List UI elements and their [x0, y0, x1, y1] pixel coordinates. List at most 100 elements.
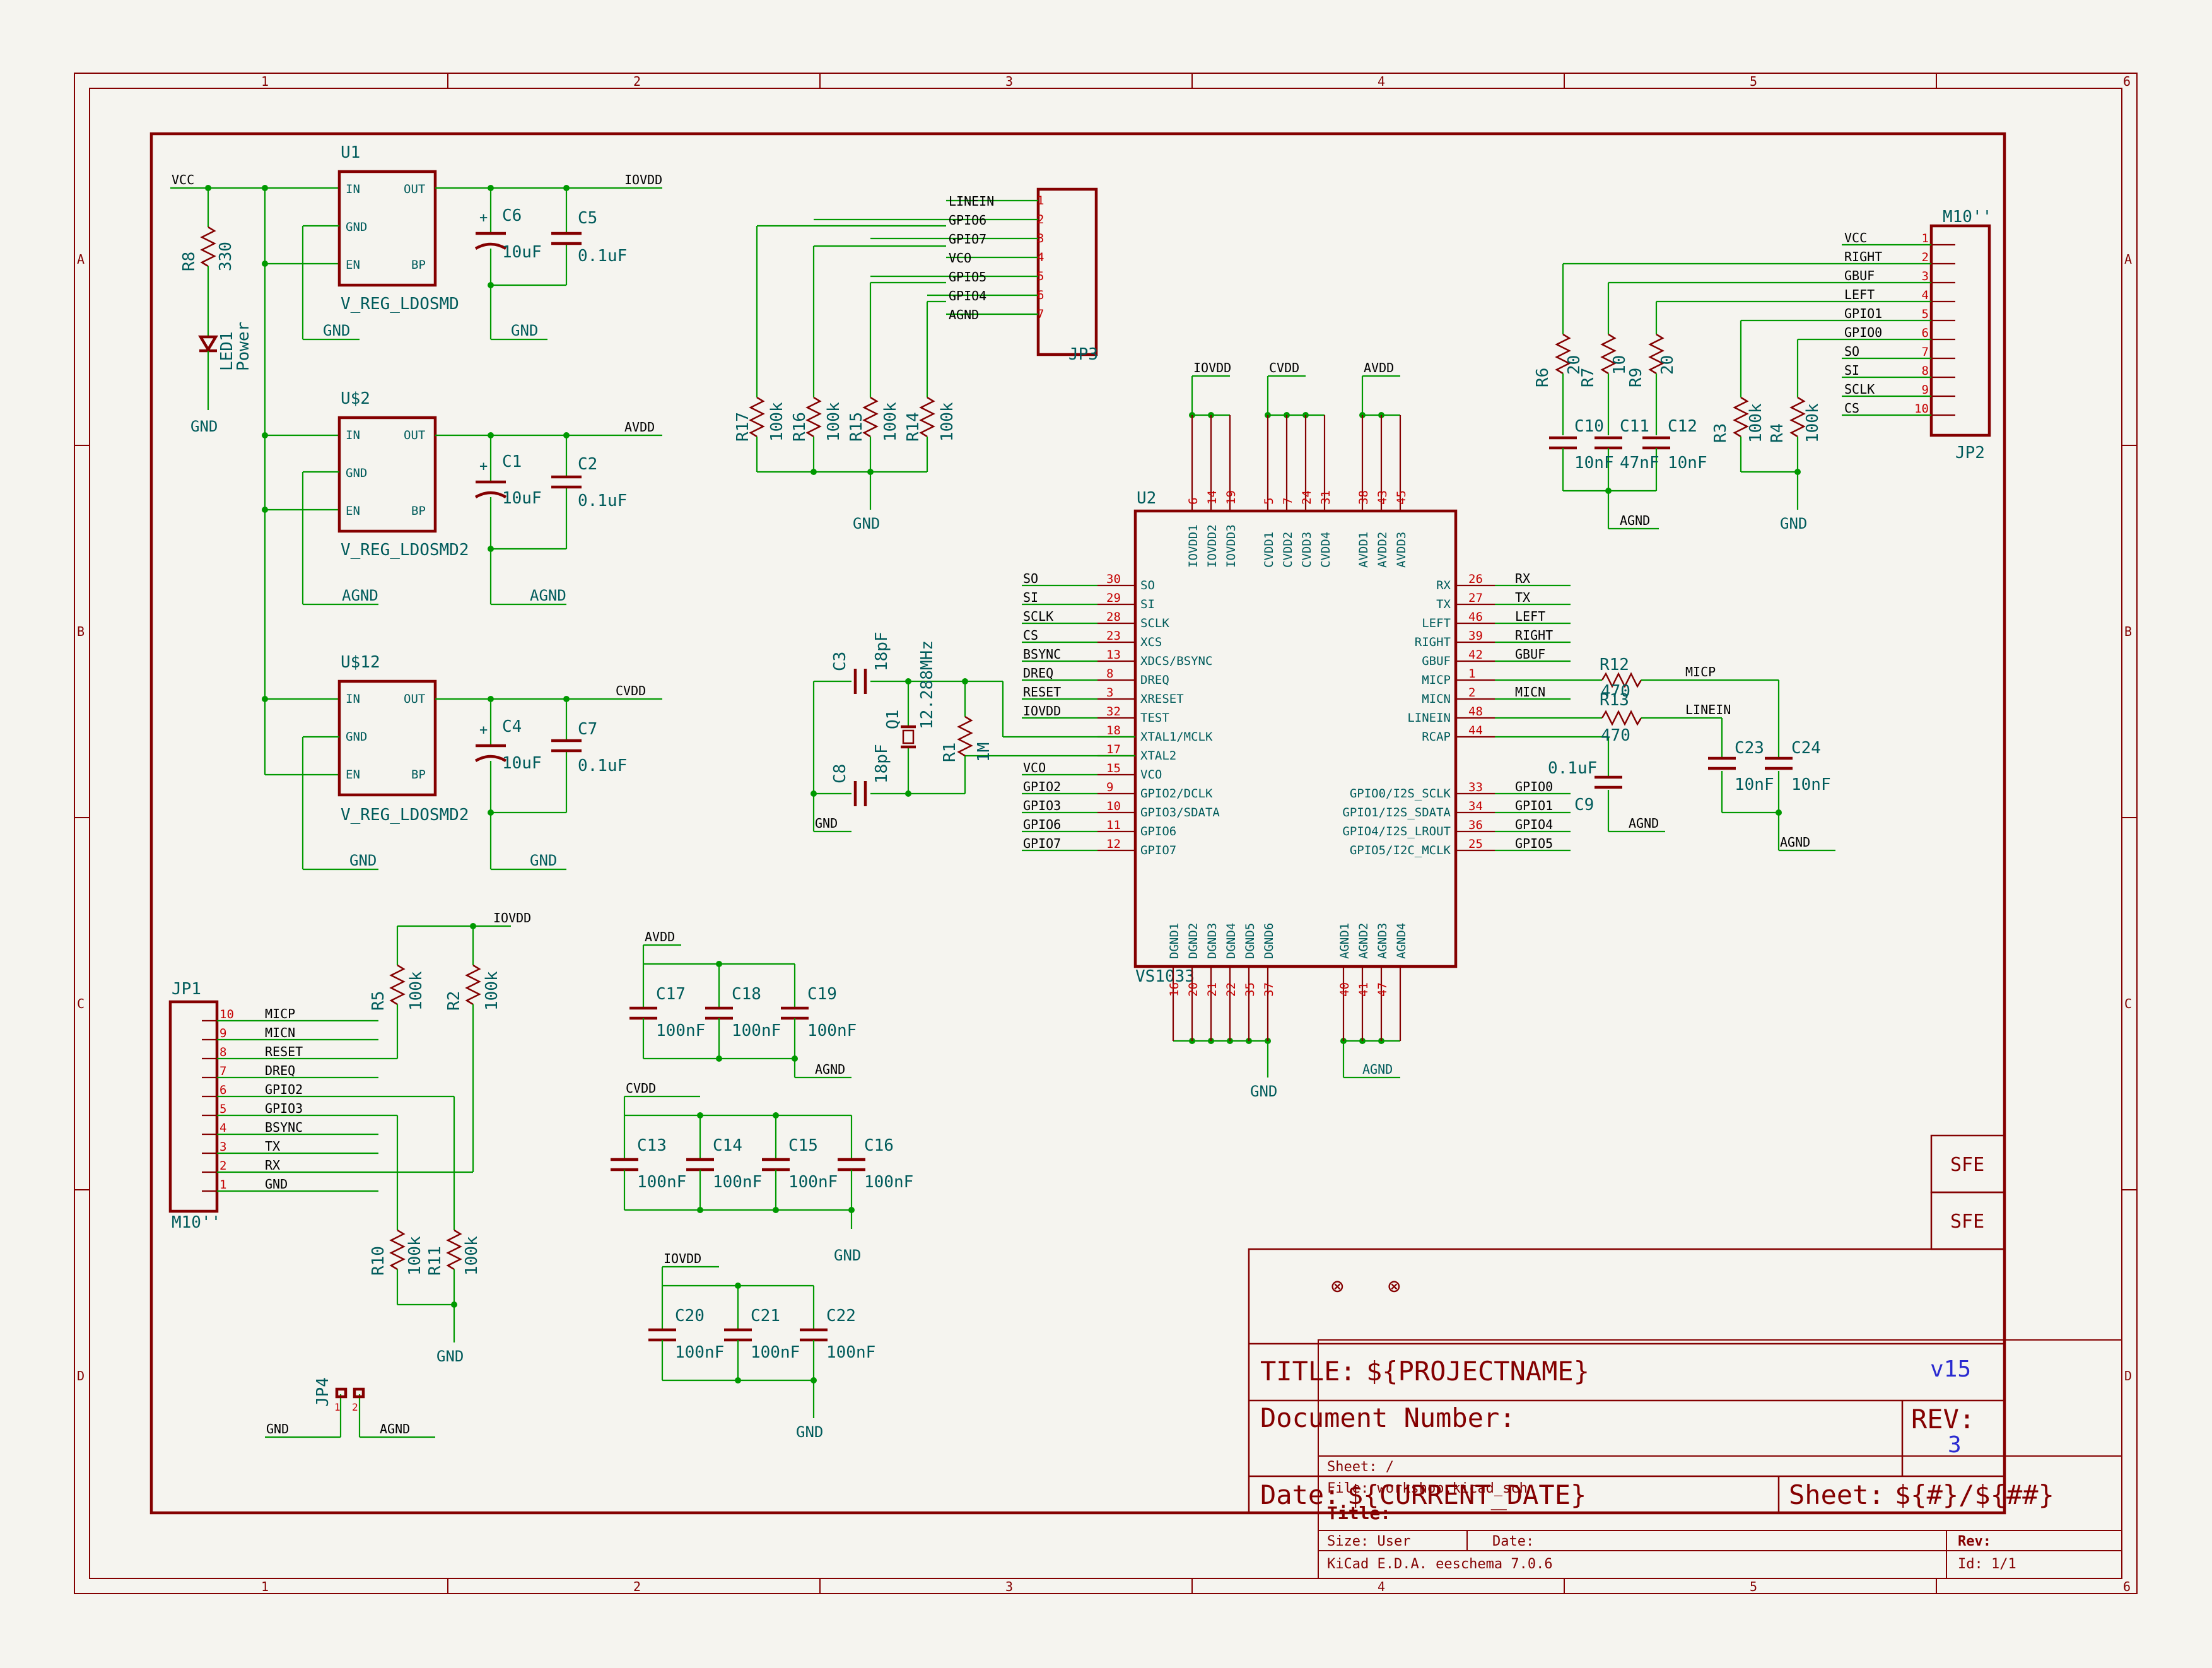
jp4-pin-1: 1: [334, 1401, 341, 1413]
mic-section: MICP LINEIN AGND AGND R12 R13 470 470 0.…: [1495, 655, 1835, 852]
u2-vs1033: U2 VS1033 IOVDD CVDD AVDD 6IOVDD114IOVDD…: [1022, 360, 1571, 1100]
u2-bottom-pin-label: DGND4: [1224, 923, 1238, 959]
jp2-net-label: SO: [1844, 344, 1859, 359]
u2-top-pin-label: AVDD2: [1376, 532, 1390, 568]
u2-right-pin-number: 33: [1468, 780, 1483, 794]
jp2-pin-number: 6: [1922, 326, 1929, 340]
u2-right-pin-label: LEFT: [1422, 616, 1451, 630]
c18-value: 100nF: [732, 1021, 781, 1040]
c23-value: 10nF: [1735, 775, 1774, 794]
c6-gnd: GND: [511, 322, 538, 339]
u2reg-pin-en: EN: [346, 504, 360, 518]
jp2-net-label: GPIO1: [1844, 306, 1882, 321]
jp1-net-label: RX: [265, 1158, 280, 1173]
u2-right-pin-number: 42: [1468, 648, 1483, 662]
frame-col-1-bottom: 1: [261, 1579, 269, 1594]
u1-ref: U1: [341, 143, 360, 162]
r2-value: 100k: [483, 971, 501, 1011]
jp2-pin-number: 4: [1922, 288, 1929, 302]
kicad-size: Size: User: [1327, 1534, 1410, 1549]
jp1-pin-number: 7: [219, 1064, 226, 1078]
jp1-section: JP1 M10'' MICP10MICN9RESET8DREQ7GPIO26GP…: [168, 910, 531, 1365]
u2-left-pin-number: 12: [1106, 837, 1121, 851]
r2-ref: R2: [445, 991, 464, 1011]
kicad-title: Title:: [1327, 1503, 1391, 1524]
r15-ref: R15: [847, 412, 866, 442]
jp1-pin-number: 2: [219, 1159, 226, 1173]
u12-pin-en: EN: [346, 768, 360, 782]
u2-left-pin-number: 32: [1106, 705, 1121, 719]
jp3-net-1: LINEIN: [949, 194, 994, 209]
jp3-pin-7: 7: [1037, 307, 1044, 321]
u2-right-pin-label: RIGHT: [1415, 635, 1451, 649]
u2-right-pin-number: 25: [1468, 837, 1483, 851]
u12-gnd: GND: [349, 852, 377, 869]
r17-value: 100k: [768, 402, 787, 442]
decap-agnd: AGND: [815, 1062, 845, 1077]
u2-right-net-label: MICN: [1515, 684, 1545, 700]
u2-left-pin-label: TEST: [1140, 711, 1169, 725]
u2-top-pin-label: IOVDD3: [1224, 524, 1238, 568]
u2-right-pin-label: GPIO0/I2S_SCLK: [1350, 787, 1451, 801]
c12-ref: C12: [1668, 417, 1697, 436]
u2-left-pin-number: 9: [1106, 780, 1113, 794]
jp3-net-4: VCO: [949, 250, 971, 266]
jp1-pin-number: 10: [219, 1007, 234, 1021]
r3-value: 100k: [1747, 403, 1765, 443]
u2-right-pin-number: 48: [1468, 705, 1483, 719]
svg-text:+: +: [479, 722, 488, 738]
u2-right-pin-number: 34: [1468, 799, 1483, 813]
r6-ref: R6: [1533, 368, 1552, 387]
u1-value: V_REG_LDOSMD: [341, 295, 459, 314]
c24-ref: C24: [1791, 739, 1821, 758]
u2-top-pin-label: CVDD1: [1262, 532, 1276, 568]
frame-row-d-right: D: [2124, 1368, 2132, 1383]
u2-top-pin-number: 38: [1357, 490, 1371, 505]
jp3-gnd: GND: [853, 515, 880, 532]
u2-left-pin-label: VCO: [1140, 768, 1162, 782]
c18-ref: C18: [732, 985, 761, 1004]
u2reg-pin-gnd: GND: [346, 466, 367, 480]
u2-right-pin-label: GPIO4/I2S_LROUT: [1342, 825, 1451, 838]
u2-left-pin-number: 15: [1106, 761, 1121, 775]
u2-bottom-pin-number: 41: [1357, 982, 1371, 997]
u2-bottom-pin-number: 16: [1167, 982, 1181, 997]
r14-value: 100k: [938, 402, 957, 442]
u2-right-net-label: RIGHT: [1515, 628, 1553, 643]
jp2-value: M10'': [1943, 208, 1992, 226]
net-iovdd-out: IOVDD: [624, 172, 662, 187]
u2-right-pin-number: 2: [1468, 686, 1475, 700]
svg-text:+: +: [479, 210, 488, 226]
net-micp: MICP: [1685, 664, 1716, 679]
led-gnd: GND: [190, 418, 218, 435]
u12-pin-bp: BP: [411, 768, 426, 782]
u2-right-pin-label: MICN: [1422, 692, 1451, 706]
sfe-tags: SFE SFE: [1930, 1134, 2006, 1250]
frame-col-4: 4: [1378, 74, 1385, 89]
u2-bottom-pin-number: 22: [1224, 982, 1238, 997]
u2-bottom-pin-label: AGND3: [1376, 923, 1390, 959]
jp2-ref: JP2: [1955, 443, 1985, 462]
c5-value: 0.1uF: [578, 247, 627, 266]
u2-top-pin-label: CVDD3: [1300, 532, 1314, 568]
u2-left-net-label: DREQ: [1023, 666, 1053, 681]
title-label: TITLE:: [1260, 1356, 1356, 1387]
r16-value: 100k: [824, 402, 843, 442]
jp1-pin-number: 3: [219, 1140, 226, 1154]
u2-left-pin-number: 8: [1106, 667, 1113, 681]
jp1-net-label: DREQ: [265, 1063, 295, 1078]
frame-col-1: 1: [261, 74, 269, 89]
u2-top-pin-label: CVDD4: [1319, 532, 1333, 568]
u2reg-pin-bp: BP: [411, 504, 426, 518]
c13-ref: C13: [637, 1136, 667, 1155]
mic-agnd: AGND: [1780, 835, 1810, 850]
u2-bottom-pin-label: AGND2: [1357, 923, 1371, 959]
u2-right-net-label: GPIO1: [1515, 798, 1553, 813]
drawing-frame: 1 2 3 4 5 6 1 2 3 4 5 6 A B C D A B C D: [74, 73, 2138, 1594]
u2-left-net-label: BSYNC: [1023, 647, 1061, 662]
u2-left-pin-number: 17: [1106, 743, 1121, 756]
u2-left-net-label: GPIO3: [1023, 798, 1061, 813]
jp1-pin-number: 1: [219, 1178, 226, 1192]
net-cvdd-out: CVDD: [616, 683, 646, 698]
c15-value: 100nF: [788, 1173, 838, 1192]
